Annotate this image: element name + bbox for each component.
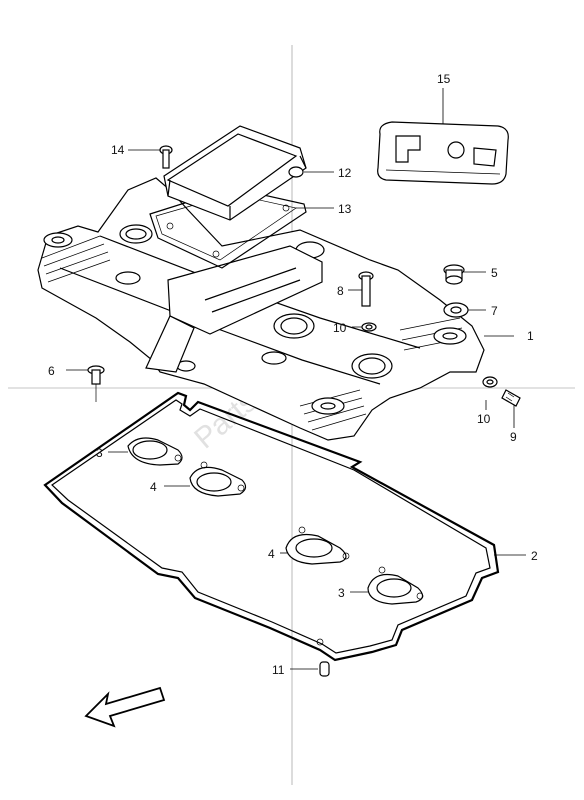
cap-nut	[443, 264, 465, 285]
cylinder-head-cover	[37, 177, 485, 441]
dowel-pin	[319, 661, 330, 677]
breather-bolt	[159, 145, 173, 169]
leader-lines	[66, 88, 526, 670]
plug-gasket-upper-4	[189, 461, 247, 497]
plug-gasket-upper-3	[127, 437, 183, 466]
breather-cover	[163, 125, 307, 221]
plug-gasket-lower-4	[285, 526, 350, 565]
callout-15: 15	[437, 72, 451, 86]
callout-14: 14	[111, 143, 125, 157]
callout-labels: 15 14 12 13 5 8 7 10 1 6 10 9 3 4 2 4 3 …	[48, 72, 538, 677]
callout-13: 13	[338, 202, 352, 216]
plug-gasket-lower-3	[367, 566, 424, 605]
callout-4-upper: 4	[150, 480, 157, 494]
front-direction-arrow-icon	[84, 686, 166, 728]
callout-11: 11	[272, 663, 285, 677]
callout-9: 9	[510, 430, 517, 444]
dowel-bolt	[87, 365, 105, 402]
callout-3-lower: 3	[338, 586, 345, 600]
callout-2: 2	[531, 549, 538, 563]
sealing-washer-upper	[443, 302, 469, 318]
callout-6: 6	[48, 364, 55, 378]
callout-3-upper: 3	[96, 446, 103, 460]
callout-5: 5	[491, 266, 498, 280]
callout-4-lower: 4	[268, 547, 275, 561]
callout-12: 12	[338, 166, 352, 180]
callout-10-lower: 10	[477, 412, 491, 426]
cover-bolt-short	[501, 389, 521, 407]
cover-bolt-long	[358, 271, 374, 307]
callout-1: 1	[527, 329, 534, 343]
sealing-washer-mid	[361, 322, 377, 332]
callout-8: 8	[337, 284, 344, 298]
sealing-washer-lower	[482, 376, 498, 388]
callout-7: 7	[491, 304, 498, 318]
label-plate	[377, 121, 509, 185]
callout-10-upper: 10	[333, 321, 347, 335]
cover-gasket	[43, 391, 500, 662]
